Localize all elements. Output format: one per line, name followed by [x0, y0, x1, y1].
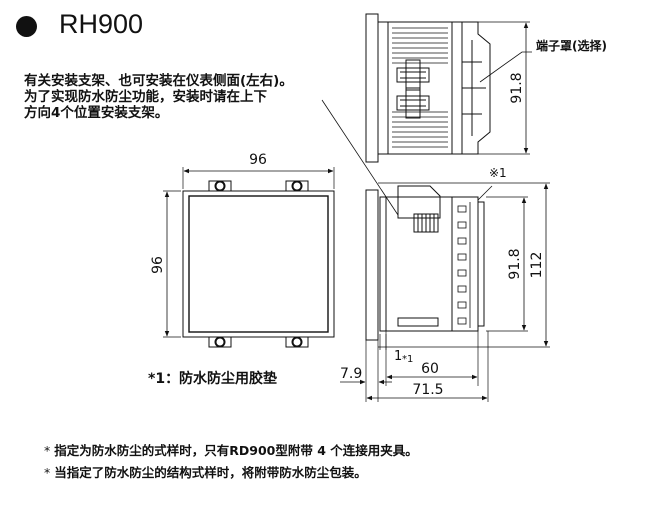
side-view-connector [397, 317, 439, 327]
model-title: RH900 [59, 9, 144, 39]
ref-mark-label: ※1 [489, 166, 507, 180]
gasket-mark-label: *1 [402, 354, 413, 365]
front-panel-outline [182, 190, 335, 338]
mounting-bracket-bottom-right [285, 336, 309, 348]
bottom-note-text: 指定为防水防尘的式样时，只有RD900型附带 4 个连接用夹具。 [54, 443, 418, 458]
gasket-thickness-label: 1 [394, 349, 402, 364]
note-bullet: * [44, 465, 51, 480]
side-view [340, 182, 550, 402]
side-total-height-label: 112 [529, 252, 545, 279]
mounting-note-line: 方向4个位置安装支架。 [24, 105, 169, 121]
side-view-body [385, 196, 453, 332]
front-panel-bezel [188, 195, 329, 333]
bottom-notes: *指定为防水防尘的式样时，只有RD900型附带 4 个连接用夹具。 *当指定了防… [44, 440, 418, 484]
mounting-note: 有关安装支架、也可安装在仪表侧面(左右)。 为了实现防水防尘功能，安装时请在上下… [24, 73, 293, 121]
side-terminal-block [451, 196, 479, 332]
mounting-note-line: 有关安装支架、也可安装在仪表侧面(左右)。 [24, 73, 293, 89]
side-view-bracket [397, 185, 441, 219]
mounting-note-line: 为了实现防水防尘功能，安装时请在上下 [24, 89, 267, 105]
depth-total-label: 71.5 [412, 382, 443, 398]
side-view-front-flange [365, 189, 379, 341]
terminal-cover-label: 端子罩(选择) [536, 39, 607, 53]
bottom-note-text: 当指定了防水防尘的结构式样时，将附带防水防尘包装。 [54, 465, 367, 480]
terminal-cover-leader [479, 51, 532, 83]
title-bullet-icon [16, 16, 37, 37]
gasket [379, 196, 387, 332]
bottom-note-item: *指定为防水防尘的式样时，只有RD900型附带 4 个连接用夹具。 [44, 440, 418, 462]
front-view [163, 167, 335, 348]
note-bullet: * [44, 443, 51, 458]
depth-front-label: 7.9 [340, 366, 362, 382]
top-view-front-flange [365, 13, 379, 163]
mounting-bracket-top-right [285, 180, 309, 192]
depth-main-label: 60 [421, 361, 439, 377]
terminal-slots [457, 202, 471, 328]
top-view-clamp-lower [396, 87, 430, 119]
side-inner-height-label: 91.8 [507, 248, 523, 279]
mounting-note-leader [321, 99, 399, 216]
terminal-cover [462, 21, 491, 155]
mounting-bracket-top-left [208, 180, 232, 192]
mounting-bracket-bottom-left [208, 336, 232, 348]
top-view-clamp-upper [396, 59, 430, 91]
gasket-footnote: *1：防水防尘用胶垫 [148, 371, 278, 387]
top-view [365, 13, 532, 163]
bottom-note-item: *当指定了防水防尘的结构式样时，将附带防水防尘包装。 [44, 462, 418, 484]
front-height-label: 96 [150, 256, 166, 274]
top-view-height-label: 91.8 [509, 72, 525, 103]
front-width-label: 96 [249, 152, 267, 168]
